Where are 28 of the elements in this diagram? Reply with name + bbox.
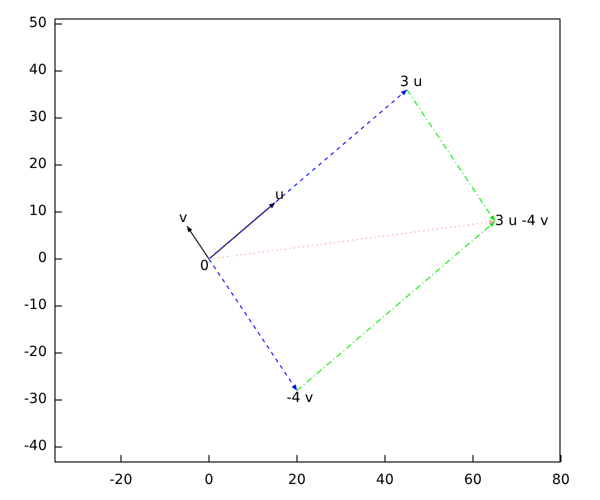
tick-label: 20 bbox=[29, 157, 47, 172]
tick-label: 40 bbox=[376, 473, 394, 488]
point-label: u bbox=[275, 188, 284, 203]
point-label: 3 u bbox=[400, 74, 422, 90]
vector-arrow bbox=[296, 220, 496, 392]
tick-label: 60 bbox=[464, 473, 482, 488]
tick-label: -30 bbox=[24, 392, 47, 407]
tick-label: 40 bbox=[29, 63, 47, 78]
point-label: -4 v bbox=[286, 390, 314, 406]
tick-label: 30 bbox=[29, 110, 47, 125]
tick-label: 80 bbox=[552, 473, 570, 488]
tick-label: -40 bbox=[24, 439, 47, 454]
point-label: v bbox=[179, 211, 188, 226]
tick-label: 10 bbox=[29, 204, 47, 219]
tick-label: -20 bbox=[24, 345, 47, 360]
point-label: 3 u -4 v bbox=[495, 214, 548, 229]
tick-label: -10 bbox=[24, 298, 47, 313]
tick-label: 20 bbox=[288, 473, 306, 488]
tick-label: 0 bbox=[204, 473, 214, 488]
point-label: 0 bbox=[200, 259, 209, 274]
vector-arrow bbox=[406, 89, 496, 222]
tick-label: 0 bbox=[38, 251, 47, 266]
vector-arrow bbox=[208, 258, 298, 392]
vector-arrow bbox=[208, 89, 408, 260]
tick-label: -20 bbox=[110, 473, 132, 488]
tick-label: 50 bbox=[29, 16, 47, 31]
vector-arrow bbox=[208, 220, 496, 260]
vector-arrow bbox=[186, 226, 210, 260]
